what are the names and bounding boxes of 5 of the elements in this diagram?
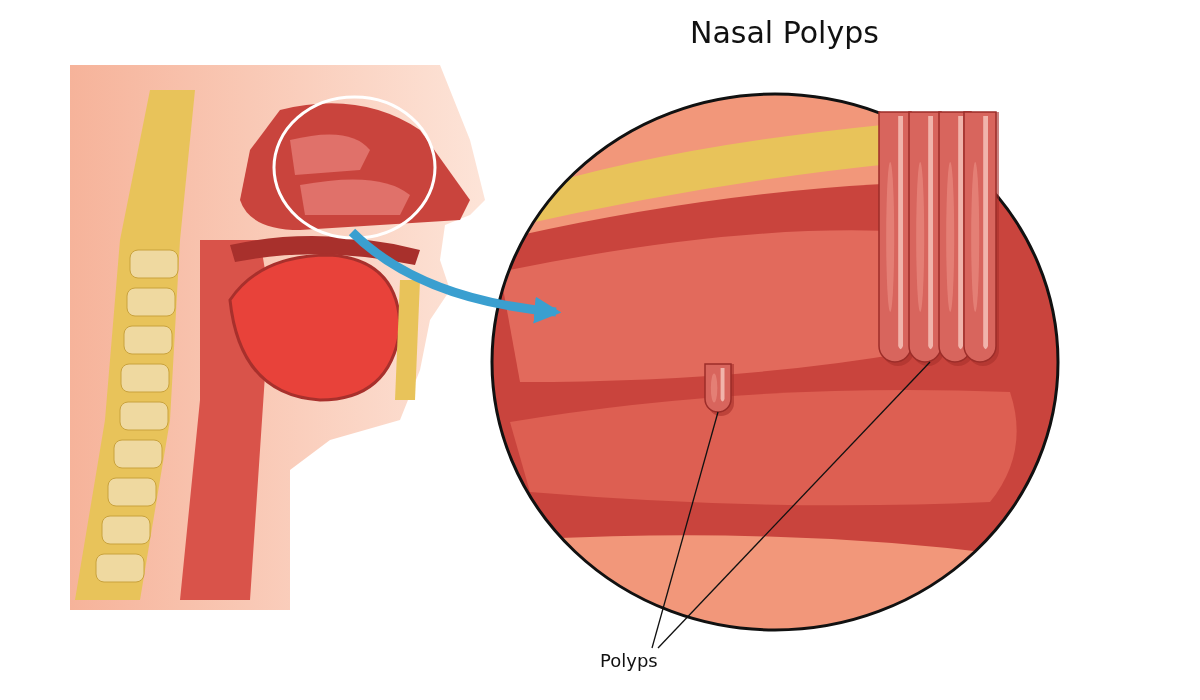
leader-line [657,361,931,649]
diagram-title: Nasal Polyps [690,15,879,50]
leader-line [651,411,719,649]
callout-label: Polyps [600,650,658,671]
arrow [348,228,562,324]
